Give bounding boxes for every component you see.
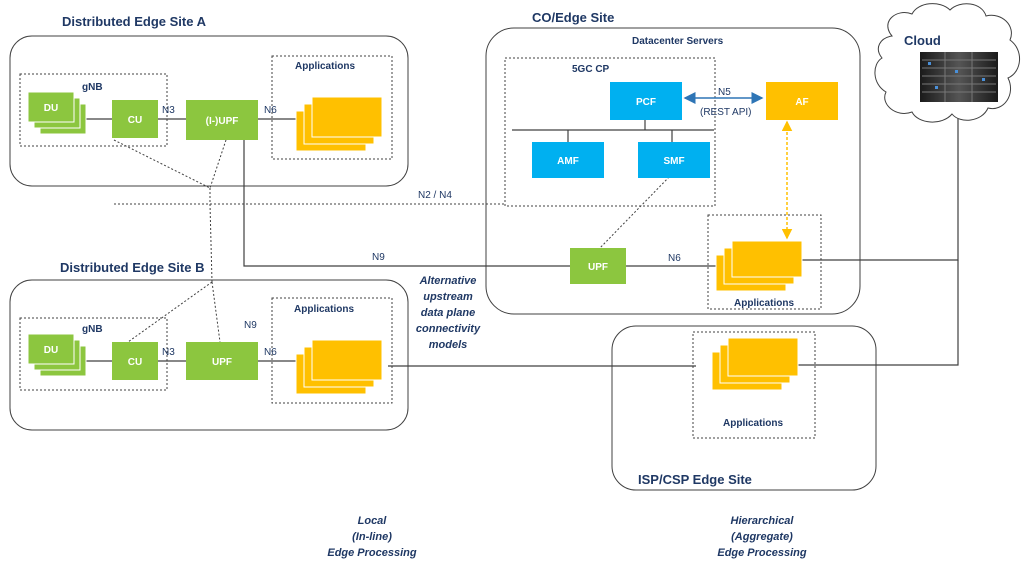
- amf-box: AMF: [532, 142, 604, 178]
- fivegc-cp-container: [504, 57, 716, 207]
- app-stack-a: [295, 96, 383, 152]
- datacenter-label: Datacenter Servers: [632, 36, 724, 47]
- apps-isp-label: Applications: [723, 418, 783, 429]
- cu-b: CU: [112, 342, 158, 380]
- n2n4-label: N2 / N4: [418, 190, 452, 201]
- upf-co: UPF: [570, 248, 626, 284]
- upf-b-label: UPF: [212, 357, 232, 368]
- n3-a-label: N3: [162, 105, 175, 116]
- server-rack-icon: [920, 52, 998, 102]
- apps-b-label: Applications: [294, 304, 354, 315]
- svg-text:(In-line): (In-line): [352, 531, 392, 543]
- svg-text:(Aggregate): (Aggregate): [731, 531, 793, 543]
- fivegc-cp-label: 5GC CP: [572, 64, 610, 75]
- du-b-label: DU: [44, 345, 58, 356]
- svg-text:upstream: upstream: [423, 291, 473, 303]
- apps-isp-container: [692, 331, 816, 439]
- pcf-box: PCF: [610, 82, 682, 120]
- n6-a-label: N6: [264, 105, 277, 116]
- app-stack-co: [715, 240, 803, 292]
- site-edge-a-title: Distributed Edge Site A: [62, 14, 207, 29]
- iupf-a: (I-)UPF: [186, 100, 258, 140]
- af-box: AF: [766, 82, 838, 120]
- n9-b-label: N9: [244, 320, 257, 331]
- du-b: DU: [27, 333, 87, 377]
- site-isp-csp: ISP/CSP Edge Site: [611, 325, 877, 491]
- cu-a: CU: [112, 100, 158, 138]
- pcf-label: PCF: [636, 97, 656, 108]
- apps-b-container: [271, 297, 393, 404]
- apps-a-label: Applications: [295, 61, 355, 72]
- gnb-b-label: gNB: [82, 324, 103, 335]
- smf-label: SMF: [663, 156, 684, 167]
- svg-text:Alternative: Alternative: [419, 275, 477, 287]
- n6-b-label: N6: [264, 347, 277, 358]
- cu-a-label: CU: [128, 115, 142, 126]
- svg-text:Hierarchical: Hierarchical: [731, 515, 795, 527]
- svg-text:Edge Processing: Edge Processing: [327, 547, 417, 559]
- n3-b-label: N3: [162, 347, 175, 358]
- svg-text:Edge Processing: Edge Processing: [717, 547, 807, 559]
- dotted-control-links: [113, 139, 673, 343]
- amf-label: AMF: [557, 156, 579, 167]
- af-label: AF: [795, 97, 808, 108]
- n5-label: N5: [718, 87, 731, 98]
- upf-b: UPF: [186, 342, 258, 380]
- gnb-a-container: [19, 73, 168, 147]
- apps-co-container: [707, 214, 822, 310]
- app-stack-b: [295, 339, 383, 395]
- n9-a-label: N9: [372, 252, 385, 263]
- gnb-b-container: [19, 317, 168, 391]
- du-a: DU: [27, 91, 87, 135]
- cloud-title: Cloud: [904, 33, 941, 48]
- site-edge-b-title: Distributed Edge Site B: [60, 260, 204, 275]
- n6-co-label: N6: [668, 253, 681, 264]
- local-edge-note: Local (In-line) Edge Processing: [327, 515, 417, 559]
- site-co-edge-title: CO/Edge Site: [532, 10, 614, 25]
- iupf-a-label: (I-)UPF: [206, 116, 239, 127]
- upf-co-label: UPF: [588, 262, 608, 273]
- svg-text:data plane: data plane: [421, 307, 475, 319]
- alternative-models-note: Alternative upstream data plane connecti…: [416, 275, 481, 351]
- app-stack-isp: [711, 337, 799, 391]
- cu-b-label: CU: [128, 357, 142, 368]
- solid-links: [86, 104, 959, 367]
- svg-text:models: models: [429, 339, 468, 351]
- site-isp-csp-title: ISP/CSP Edge Site: [638, 472, 752, 487]
- apps-a-container: [271, 55, 393, 160]
- hierarchical-edge-note: Hierarchical (Aggregate) Edge Processing: [717, 515, 807, 559]
- svg-text:Local: Local: [358, 515, 388, 527]
- svg-text:connectivity: connectivity: [416, 323, 481, 335]
- smf-box: SMF: [638, 142, 710, 178]
- gnb-a-label: gNB: [82, 82, 103, 93]
- du-a-label: DU: [44, 103, 58, 114]
- apps-co-label: Applications: [734, 298, 794, 309]
- rest-api-label: (REST API): [700, 107, 752, 118]
